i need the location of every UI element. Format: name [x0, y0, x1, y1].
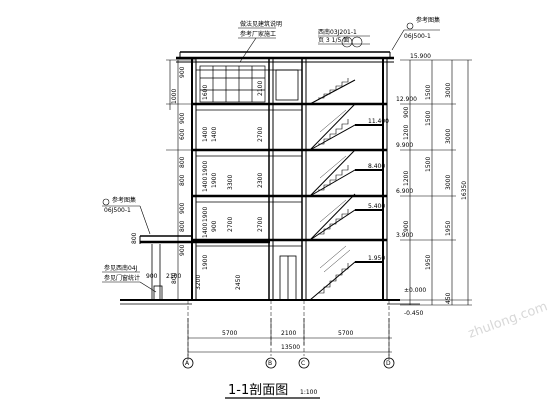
interior-walls — [268, 58, 307, 300]
elevation-label: 8.400 — [368, 163, 385, 170]
beam-lines — [196, 69, 302, 247]
svg-text:3000: 3000 — [445, 129, 452, 144]
canopy-dim: 900 — [146, 273, 158, 280]
svg-text:900: 900 — [179, 66, 186, 78]
svg-text:2700: 2700 — [257, 127, 264, 142]
ground-line — [120, 299, 420, 305]
svg-text:900: 900 — [179, 244, 186, 256]
svg-text:1400: 1400 — [211, 127, 218, 142]
drawing-title: 1-1剖面图 — [228, 383, 288, 398]
index-left-label: 参考图集 — [112, 196, 136, 204]
elevation-label: ±0.000 — [404, 287, 426, 294]
svg-text:1900: 1900 — [202, 207, 209, 222]
index-top-label: 参考图集 — [416, 16, 440, 24]
window-grid-top — [199, 65, 266, 103]
svg-text:1500: 1500 — [425, 85, 432, 100]
axis-lines — [187, 300, 390, 356]
left-floor-dims: 900 1000 900 600 800 800 900 800 900 800… — [131, 66, 186, 284]
svg-text:450: 450 — [445, 292, 452, 304]
axis-label: D — [386, 360, 391, 367]
svg-text:3000: 3000 — [445, 175, 452, 190]
svg-text:1000: 1000 — [171, 89, 178, 104]
elevation-label: 5.400 — [368, 203, 385, 210]
svg-text:1900: 1900 — [202, 255, 209, 270]
svg-text:3300: 3300 — [227, 175, 234, 190]
svg-text:900: 900 — [211, 220, 218, 232]
bay-dim: 5700 — [338, 330, 353, 337]
stair-hatch — [319, 109, 351, 273]
entrance-canopy — [139, 235, 192, 301]
svg-text:800: 800 — [179, 156, 186, 168]
elevation-label: 11.400 — [368, 118, 389, 125]
elevation-label: 15.900 — [410, 53, 431, 60]
svg-text:1400: 1400 — [202, 223, 209, 238]
doors — [275, 69, 299, 301]
elevation-label: 6.900 — [396, 188, 413, 195]
inner-dims: 1600 1400 1900 1400 1900 1400 1900 1400 … — [195, 81, 264, 290]
elevation-label: 9.900 — [396, 142, 413, 149]
svg-text:800: 800 — [179, 174, 186, 186]
svg-text:900: 900 — [403, 220, 410, 232]
bottom-dimension-lines — [187, 318, 392, 360]
roof-ref-2: 页 3 1/5 面 — [318, 37, 349, 44]
svg-text:1500: 1500 — [425, 111, 432, 126]
svg-text:1900: 1900 — [202, 161, 209, 176]
svg-text:600: 600 — [179, 128, 186, 140]
elevation-label: 1.950 — [368, 255, 385, 262]
index-circles — [102, 22, 414, 206]
svg-text:1400: 1400 — [202, 177, 209, 192]
svg-text:3200: 3200 — [195, 275, 202, 290]
axis-bubbles — [182, 357, 395, 369]
canopy-dim: 2100 — [166, 273, 181, 280]
svg-text:2450: 2450 — [235, 275, 242, 290]
svg-text:1200: 1200 — [403, 125, 410, 140]
svg-text:1500: 1500 — [425, 157, 432, 172]
index-left-code: 06J500-1 — [104, 207, 131, 214]
stair-landings — [355, 124, 383, 263]
svg-text:1900: 1900 — [211, 173, 218, 188]
elevation-label: -0.450 — [404, 310, 424, 317]
axis-label: C — [301, 360, 305, 367]
svg-text:2100: 2100 — [257, 81, 264, 96]
index-top-code: 06J500-1 — [404, 33, 431, 40]
svg-text:1950: 1950 — [425, 255, 432, 270]
elevation-label: 12.900 — [396, 96, 417, 103]
axis-label: B — [268, 360, 272, 367]
svg-text:900: 900 — [179, 112, 186, 124]
svg-text:3000: 3000 — [445, 83, 452, 98]
canopy-note-1: 参见西南04J — [104, 264, 138, 272]
svg-text:1200: 1200 — [403, 171, 410, 186]
stair-treads — [318, 78, 349, 294]
svg-text:900: 900 — [179, 202, 186, 214]
svg-text:800: 800 — [179, 220, 186, 232]
svg-text:800: 800 — [171, 272, 178, 284]
roof-parapet — [176, 51, 394, 63]
canopy-note-2: 参见门窗统计 — [104, 274, 140, 282]
roof-note-1: 做法见建筑说明 — [240, 20, 282, 28]
drawing-scale: 1:100 — [300, 389, 317, 396]
svg-text:1600: 1600 — [202, 85, 209, 100]
axis-label: A — [185, 360, 190, 367]
svg-text:900: 900 — [403, 106, 410, 118]
elevation-label: 3.900 — [396, 232, 413, 239]
right-dimension-lines — [400, 59, 472, 306]
roof-note-2: 参考厂家施工 — [240, 30, 276, 38]
bay-dim: 2100 — [281, 330, 296, 337]
left-dimension-lines — [166, 59, 196, 300]
exterior-walls — [191, 58, 388, 300]
watermark: zhulong.com — [466, 299, 549, 342]
svg-text:1950: 1950 — [445, 221, 452, 236]
right-chain-dims: 3000 3000 3000 1500 1500 1950 1950 450 1… — [403, 83, 452, 304]
total-height-dim: 16350 — [461, 181, 468, 200]
bay-dim: 5700 — [222, 330, 237, 337]
overall-dim: 13500 — [281, 344, 300, 351]
svg-text:1400: 1400 — [202, 127, 209, 142]
svg-text:2300: 2300 — [257, 173, 264, 188]
svg-text:2700: 2700 — [257, 217, 264, 232]
roof-ref: 西南03J201-1 — [318, 28, 357, 36]
leader-lines — [102, 27, 440, 293]
svg-text:2700: 2700 — [227, 217, 234, 232]
svg-text:800: 800 — [131, 232, 138, 244]
